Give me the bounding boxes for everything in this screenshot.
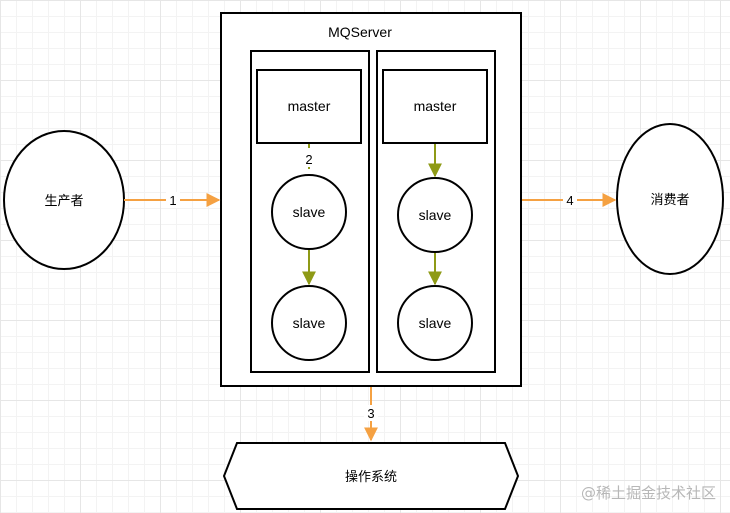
os-node [222,442,520,510]
right-master-node [382,69,488,144]
mqserver-title: MQServer [328,24,392,40]
left-master-node [256,69,362,144]
edge-1-label: 1 [169,193,176,208]
edge-1-label-bg [166,192,180,208]
right-slave-1-label: slave [419,207,452,223]
left-master-label: master [288,98,331,114]
right-slave-2-node [397,285,473,361]
watermark: @稀土掘金技术社区 [580,484,716,502]
edge-2-label-bg [302,151,316,167]
consumer-node [616,123,724,275]
edge-2-label: 2 [305,152,312,167]
edge-4-label-bg [563,192,577,208]
right-slave-2-label: slave [419,315,452,331]
edge-4-label: 4 [566,193,573,208]
left-slave-2-label: slave [293,315,326,331]
right-slave-1-node [397,177,473,253]
os-label: 操作系统 [345,469,397,485]
edge-3-label-bg [364,405,378,421]
left-slave-2-node [271,285,347,361]
right-master-label: master [414,98,457,114]
left-slave-1-label: slave [293,204,326,220]
left-slave-1-node [271,174,347,250]
producer-label: 生产者 [44,194,83,209]
edge-3-label: 3 [367,406,374,421]
consumer-label: 消费者 [650,193,689,208]
